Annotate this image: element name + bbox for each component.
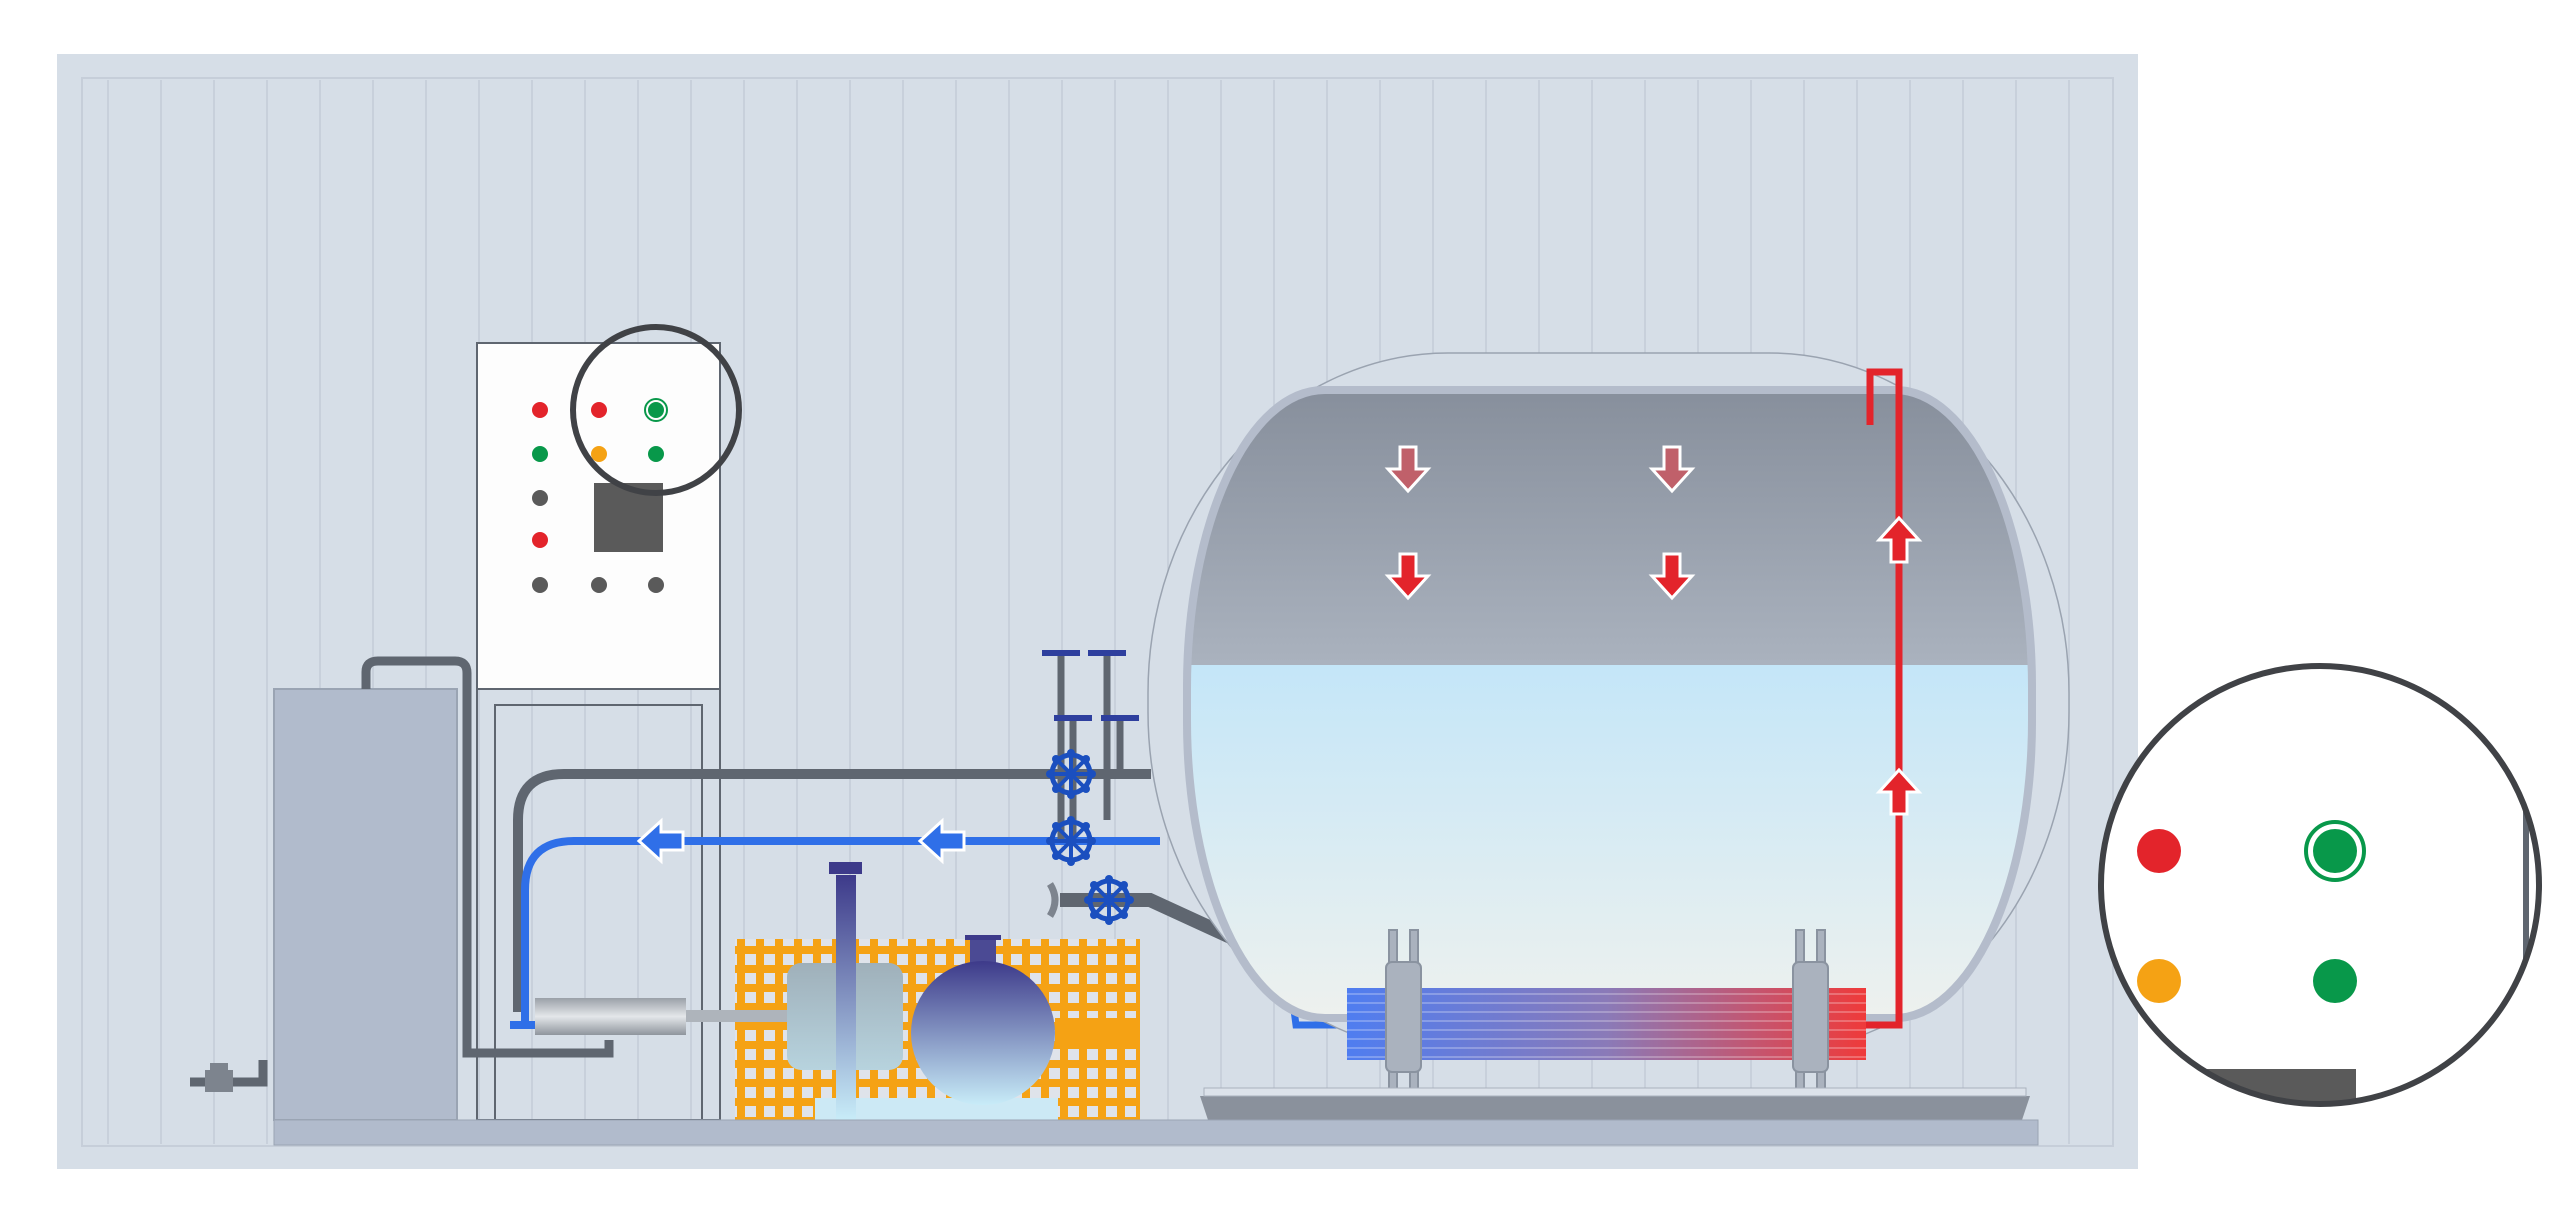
magnified-red-light xyxy=(2137,829,2181,873)
vessel-stand xyxy=(1200,1096,2030,1120)
indicator-light-red xyxy=(532,532,548,548)
valve-handwheel-icon[interactable] xyxy=(1084,875,1134,925)
indicator-light-gray xyxy=(648,577,664,593)
indicator-light-green xyxy=(648,446,664,462)
magnified-green-ring-light xyxy=(2313,829,2357,873)
magnifier-ring xyxy=(2098,663,2542,1107)
vent-caps xyxy=(1042,650,1139,721)
indicator-lights xyxy=(532,398,668,593)
magnifier-lens xyxy=(2103,668,2537,1102)
grate-band xyxy=(1055,1018,1140,1042)
tank-pipe xyxy=(361,656,614,1058)
focus-circle xyxy=(570,324,742,496)
red-riser-pipe xyxy=(1866,368,1903,1029)
pump-discharge xyxy=(836,875,856,1120)
heater-tubes xyxy=(1347,993,1866,1058)
magnified-green-ring xyxy=(2304,820,2366,882)
magnified-green-light xyxy=(2313,959,2357,1003)
indicator-light-gray xyxy=(532,577,548,593)
indicator-light-orange xyxy=(591,446,607,462)
indicator-ring xyxy=(644,398,668,422)
pump-volute xyxy=(911,961,1055,1105)
storage-tank xyxy=(273,688,458,1121)
heater-bundle xyxy=(1347,988,1866,1060)
neck-cap xyxy=(965,935,1001,940)
circulation-pipe-blue xyxy=(521,837,1160,1025)
liquid-space xyxy=(1191,665,2028,1014)
return-pipe-gray xyxy=(513,769,1151,1012)
indicator-light-gray xyxy=(532,490,548,506)
motor-shaft xyxy=(686,1010,787,1022)
drain-valve xyxy=(190,1060,268,1092)
heater-flanges xyxy=(1385,929,1829,1096)
vessel-stand-top xyxy=(1203,1087,2027,1097)
inlet-flange xyxy=(1046,882,1059,918)
wall-inner xyxy=(81,77,2114,1147)
indicator-light-gray xyxy=(591,577,607,593)
valve-handwheel-icon[interactable] xyxy=(1046,749,1096,799)
indicator-light-green-ring xyxy=(648,402,664,418)
discharge-cap xyxy=(829,862,862,874)
gas-space xyxy=(1191,394,2028,665)
valve-handwheel-icon[interactable] xyxy=(1046,816,1096,866)
magnified-orange-light xyxy=(2137,959,2181,1003)
floor-base xyxy=(273,1119,2039,1146)
motor xyxy=(535,998,686,1035)
indicator-light-red xyxy=(591,402,607,418)
indicator-light-red xyxy=(532,402,548,418)
indicator-light-green xyxy=(532,446,548,462)
